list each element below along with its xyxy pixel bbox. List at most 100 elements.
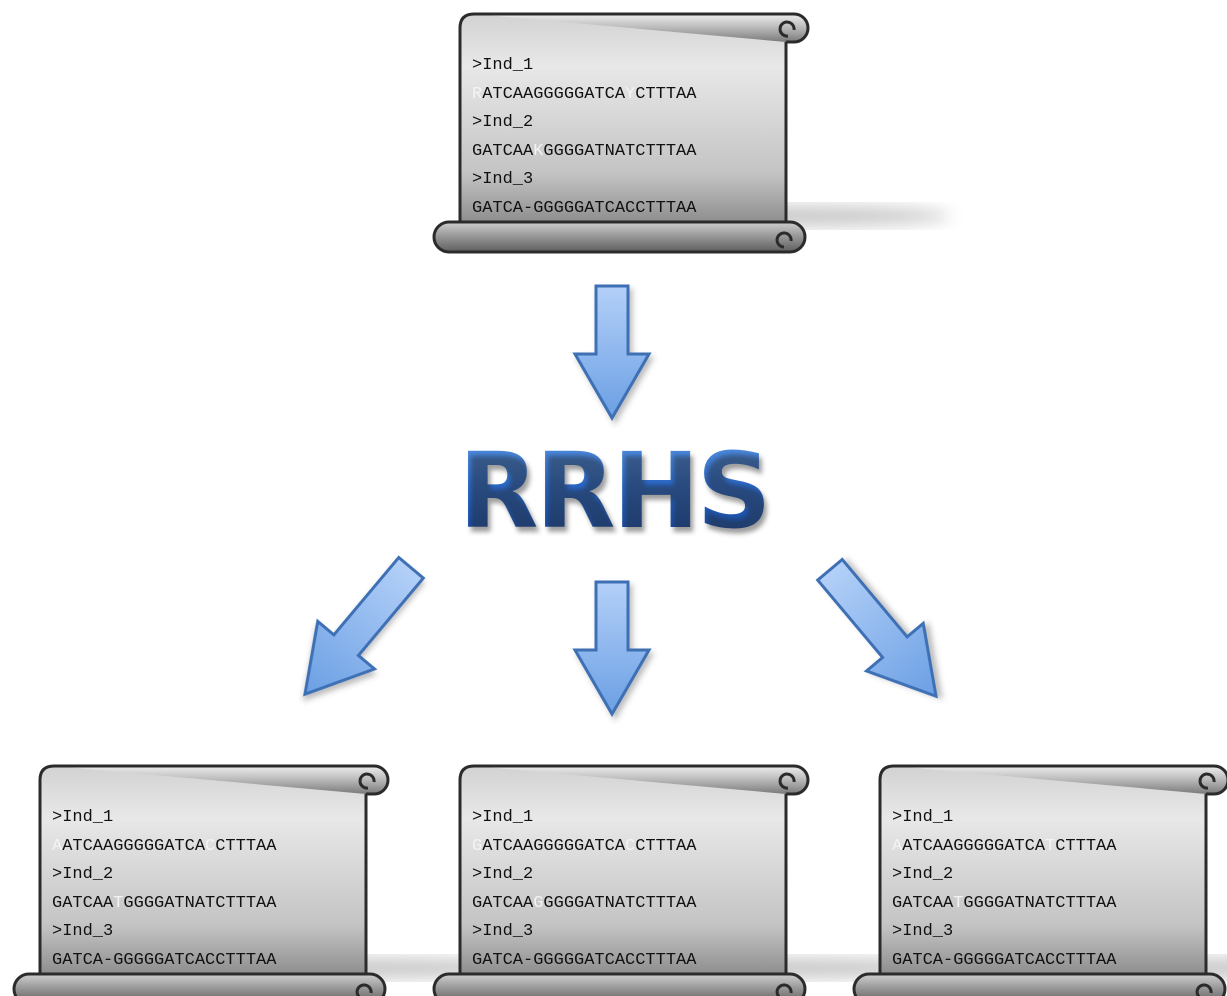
sequence-line: AATCAAGGGGGATCACCTTTAA [52,833,276,862]
ambiguous-base: T [953,893,964,913]
sequence-text: ATCAAGGGGGATCA [62,836,206,856]
sequence-line: RATCAAGGGGGATCAYCTTTAA [472,81,696,110]
output-scroll-2-sheet [458,764,788,980]
sequence-text: GGGGATNATCTTTAA [543,893,697,913]
sequence-text: >Ind_3 [892,922,954,941]
sequence-line: GATCAAGGGGGATNATCTTTAA [472,890,696,919]
sequence-text: GATCAA [892,893,954,913]
output-scroll-3-top-curl [1198,772,1216,790]
arrow-input-to-rrhs [572,284,652,421]
input-scroll-top-roll [474,12,810,44]
input-scroll-top-curl [778,20,796,38]
ambiguous-base: C [205,836,216,856]
input-scroll-sheet [458,12,788,228]
sequence-text: GATCA-GGGGGATCACCTTTAA [472,950,697,970]
output-scroll-2-top-roll [474,764,810,796]
sequence-text: CTTTAA [1055,836,1117,856]
sequence-text: >Ind_3 [52,922,114,941]
sequence-text: >Ind_3 [472,922,534,941]
sequence-text: ATCAAGGGGGATCA [482,84,626,104]
sequence-line: AATCAAGGGGGATCATCTTTAA [892,833,1116,862]
sequence-line: GATCAATGGGGATNATCTTTAA [52,890,276,919]
sequence-text: >Ind_3 [472,170,534,189]
sequence-line: GATCA-GGGGGATCACCTTTAA [472,947,696,976]
output-scroll-3-bottom-curl [1195,983,1213,996]
arrow-rrhs-to-output-3 [815,557,938,699]
sequence-text: GATCAA [472,893,534,913]
output-scroll-3-top-roll [894,764,1227,796]
sequence-text: >Ind_2 [52,865,114,884]
sequence-line: >Ind_1 [892,804,1116,833]
ambiguous-base: K [533,141,544,161]
output-scroll-1-top-curl [358,772,376,790]
ambiguous-base: T [1045,836,1056,856]
sequence-line: >Ind_1 [472,804,696,833]
sequence-line: GATCAAGGGGGATCACCTTTAA [472,833,696,862]
sequence-text: >Ind_2 [472,113,534,132]
rrhs-title-text: RRHS [458,430,771,552]
sequence-text: >Ind_1 [472,808,534,827]
ambiguous-base: C [625,836,636,856]
sequence-line: >Ind_1 [472,52,696,81]
ambiguous-base: R [472,84,483,104]
sequence-line: >Ind_3 [472,166,696,195]
sequence-line: GATCA-GGGGGATCACCTTTAA [472,195,696,224]
ambiguous-base: Y [625,84,636,104]
rrhs-title: RRHS [0,430,1227,552]
sequence-text: >Ind_1 [52,808,114,827]
sequence-text: >Ind_2 [892,865,954,884]
sequence-line: GATCA-GGGGGATCACCTTTAA [52,947,276,976]
output-scroll-2 [432,764,951,996]
ambiguous-base: T [113,893,124,913]
arrow-rrhs-to-output-1 [303,555,426,697]
sequence-line: GATCAAKGGGGATNATCTTTAA [472,138,696,167]
sequence-line: >Ind_2 [892,861,1116,890]
sequence-line: >Ind_1 [52,804,276,833]
sequence-text: CTTTAA [635,84,697,104]
input-scroll-bottom-roll [432,220,807,254]
output-scroll-3-sheet [878,764,1208,980]
sequence-text: >Ind_1 [892,808,954,827]
sequence-line: GATCA-GGGGGATCACCTTTAA [892,947,1116,976]
ambiguous-base: A [52,836,63,856]
output-scroll-2-top-curl [778,772,796,790]
sequence-line: >Ind_3 [472,918,696,947]
output-scroll-3-bottom-roll [852,972,1227,996]
output-scroll-1-bottom-roll [12,972,387,996]
sequence-text: >Ind_2 [472,865,534,884]
sequence-text: >Ind_1 [472,56,534,75]
sequence-text: CTTTAA [635,836,697,856]
input-scroll-bottom-curl [775,231,793,249]
output-scroll-1-bottom-curl [355,983,373,996]
sequence-text: GGGGATNATCTTTAA [543,141,697,161]
ambiguous-base: G [472,836,483,856]
sequence-line: GATCAATGGGGATNATCTTTAA [892,890,1116,919]
sequence-text: GGGGATNATCTTTAA [123,893,277,913]
sequence-text: GATCA-GGGGGATCACCTTTAA [892,950,1117,970]
output-scroll-1-top-roll [54,764,390,796]
sequence-text: GATCA-GGGGGATCACCTTTAA [472,198,697,218]
sequence-text: GATCAA [472,141,534,161]
input-scroll [432,12,951,254]
sequence-text: GGGGATNATCTTTAA [963,893,1117,913]
sequence-line: >Ind_2 [472,861,696,890]
output-scroll-2-bottom-roll [432,972,807,996]
arrow-rrhs-to-output-2 [572,580,652,717]
ambiguous-base: G [533,893,544,913]
output-scroll-2-bottom-curl [775,983,793,996]
sequence-text: CTTTAA [215,836,277,856]
output-scroll-3 [852,764,1227,996]
sequence-line: >Ind_3 [52,918,276,947]
output-scroll-1-sheet [38,764,368,980]
sequence-line: >Ind_2 [52,861,276,890]
sequence-line: >Ind_3 [892,918,1116,947]
sequence-text: GATCAA [52,893,114,913]
ambiguous-base: A [892,836,903,856]
sequence-text: GATCA-GGGGGATCACCTTTAA [52,950,277,970]
